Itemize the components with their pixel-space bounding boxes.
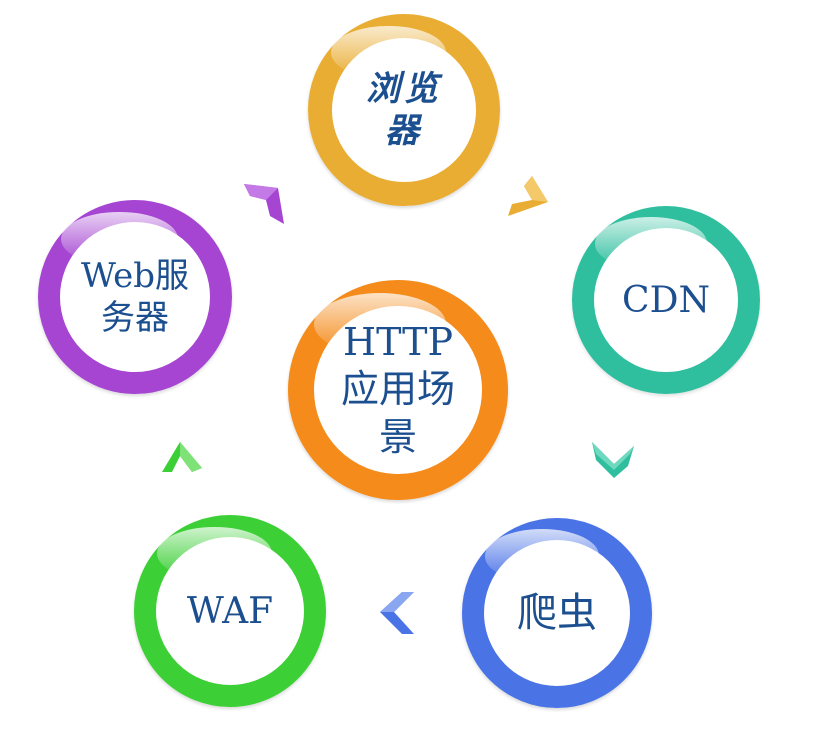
crawler-node: 爬虫: [462, 518, 652, 708]
crawler-label: 爬虫: [517, 590, 597, 636]
browser-node: 浏览器: [308, 14, 500, 206]
chevron-left-icon: [372, 588, 422, 638]
cdn-label: CDN: [622, 279, 710, 321]
waf-node: WAF: [134, 515, 326, 707]
chevron-up-icon: [156, 432, 206, 482]
web-server-label: Web服务器: [80, 255, 190, 339]
center-node: HTTP应用场景: [288, 280, 508, 500]
cdn-node: CDN: [572, 206, 760, 394]
center-label: HTTP应用场景: [340, 319, 455, 459]
chevron-down-icon: [588, 430, 638, 480]
web-server-node: Web服务器: [38, 200, 232, 394]
chevron-down-right-icon: [502, 172, 552, 222]
browser-label: 浏览器: [366, 68, 442, 152]
waf-label: WAF: [186, 590, 274, 632]
chevron-up-right-icon: [240, 178, 290, 228]
